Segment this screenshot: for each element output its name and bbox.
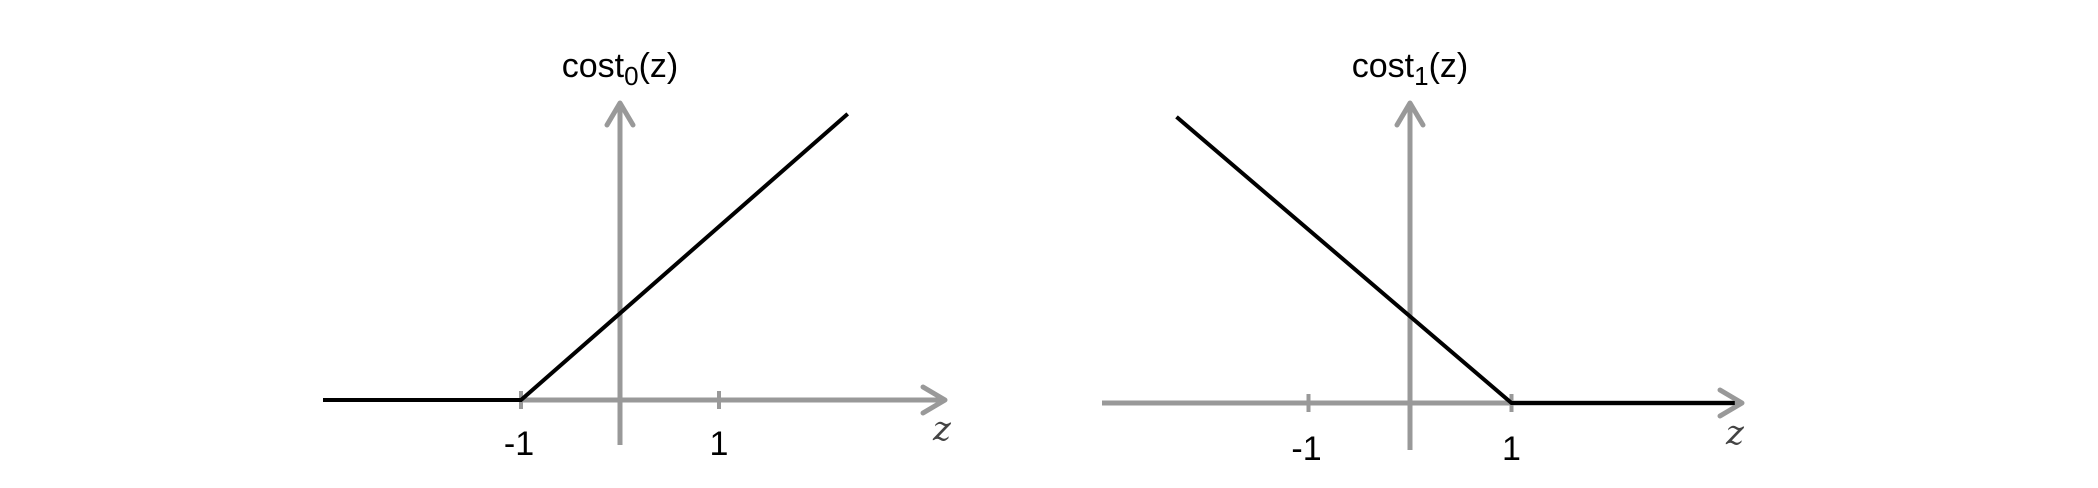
cost1-axes (1102, 100, 1745, 450)
cost1-tick-label: 1 (1502, 430, 1521, 468)
cost1-y-label-subscript: 1 (1414, 61, 1428, 91)
cost0-y-label-subscript: 0 (624, 61, 638, 91)
cost1-series (1175, 115, 1735, 405)
cost1-tick-label: -1 (1291, 430, 1321, 468)
cost0-series (323, 112, 850, 402)
cost0-axes (520, 100, 948, 445)
cost1-y-axis-arrow (1394, 100, 1426, 128)
cost1-y-label-base: cost (1352, 47, 1415, 85)
cost0-x-axis-arrow (920, 384, 948, 416)
cost1-y-axis-label: cost1(z) (1352, 47, 1468, 91)
cost0-y-axis-label: cost0(z) (562, 47, 678, 91)
cost0-panel: -1 1 cost0(z) z (323, 47, 952, 463)
cost0-series-line (323, 112, 850, 402)
cost1-ticks: -1 1 (1291, 394, 1521, 468)
cost1-series-line (1175, 115, 1735, 405)
cost0-y-axis-arrow (604, 100, 636, 128)
cost1-y-label-suffix: (z) (1429, 47, 1469, 85)
cost0-tick-label: -1 (504, 425, 534, 463)
cost0-y-label-base: cost (562, 47, 625, 85)
cost0-x-axis-label: z (932, 409, 952, 449)
cost1-x-axis-arrow (1717, 387, 1745, 419)
cost0-tick-label: 1 (710, 425, 729, 463)
cost0-y-label-suffix: (z) (639, 47, 679, 85)
cost1-x-axis-label: z (1725, 413, 1745, 453)
